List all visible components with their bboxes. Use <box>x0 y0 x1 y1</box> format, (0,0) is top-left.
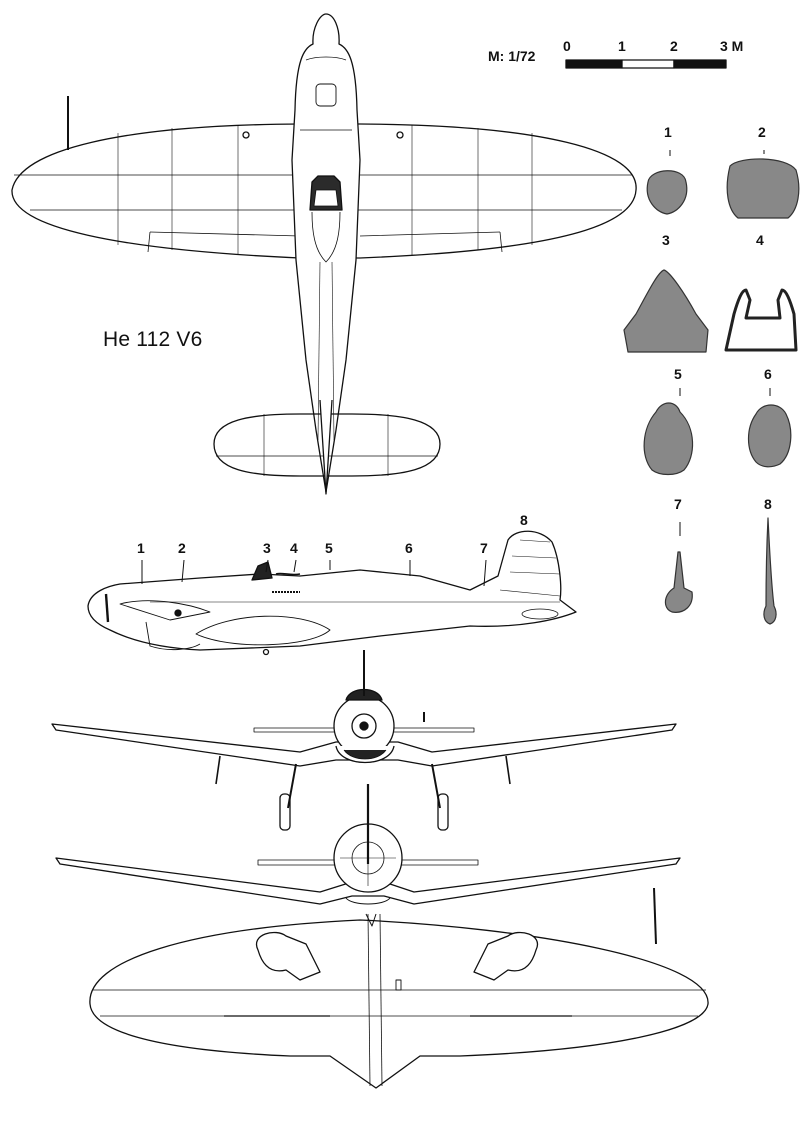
section-label-8: 8 <box>764 496 772 512</box>
scale-label: M: 1/72 <box>488 48 536 64</box>
rear-view <box>55 784 681 905</box>
section-label-4: 4 <box>756 232 764 248</box>
section-label-1: 1 <box>664 124 672 140</box>
profile-label-8: 8 <box>520 512 528 528</box>
profile-label-4: 4 <box>290 540 298 556</box>
section-label-2: 2 <box>758 124 766 140</box>
section-6 <box>747 404 792 468</box>
cross-sections <box>623 158 800 625</box>
section-7 <box>664 551 693 613</box>
profile-label-5: 5 <box>325 540 333 556</box>
aircraft-title: He 112 V6 <box>103 328 203 351</box>
section-label-5: 5 <box>674 366 682 382</box>
profile-label-7: 7 <box>480 540 488 556</box>
section-1 <box>646 170 688 215</box>
label-leaders <box>141 150 771 587</box>
top-view <box>11 13 637 495</box>
scale-tick-1: 1 <box>618 38 626 54</box>
section-3 <box>623 269 709 353</box>
side-view <box>87 530 577 656</box>
profile-label-3: 3 <box>263 540 271 556</box>
section-5 <box>643 402 694 476</box>
section-label-3: 3 <box>662 232 670 248</box>
bottom-view <box>89 887 709 1089</box>
front-view <box>51 650 677 831</box>
scale-tick-0: 0 <box>563 38 571 54</box>
scale-tick-3: 3 M <box>720 38 744 54</box>
profile-label-2: 2 <box>178 540 186 556</box>
profile-label-6: 6 <box>405 540 413 556</box>
scale-bar <box>565 59 727 69</box>
section-label-6: 6 <box>764 366 772 382</box>
section-label-7: 7 <box>674 496 682 512</box>
section-8 <box>763 517 777 625</box>
scale-tick-2: 2 <box>670 38 678 54</box>
section-4 <box>724 288 798 352</box>
profile-label-1: 1 <box>137 540 145 556</box>
section-2 <box>726 158 800 219</box>
